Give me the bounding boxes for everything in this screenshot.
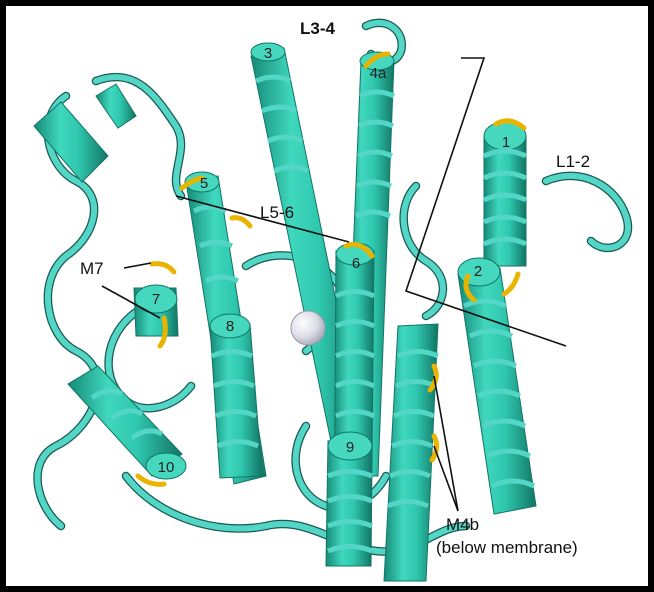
m4b-label: M4b	[446, 515, 479, 534]
loop-5-6-label: L5-6	[260, 203, 294, 222]
helix-6-label: 6	[352, 255, 360, 272]
m4b-note-label: (below membrane)	[436, 538, 578, 557]
helix-2-label: 2	[474, 263, 482, 280]
helix-5-label: 5	[200, 175, 208, 192]
m7-label: M7	[80, 259, 104, 278]
helix-8	[210, 314, 262, 478]
helix-8-label: 8	[226, 318, 234, 335]
helix-9-label: 9	[346, 439, 354, 456]
figure-panel: 3 4a 1 2 5 6 7 8 9 10 L3-4 L1-2 L5-6 M7 …	[6, 6, 648, 586]
helix-small-top-left	[34, 84, 136, 182]
protein-structure-diagram: 3 4a 1 2 5 6 7 8 9 10 L3-4 L1-2 L5-6 M7 …	[6, 6, 648, 586]
helix-4a-label: 4a	[370, 65, 387, 82]
loop-3-4-label: L3-4	[300, 19, 336, 38]
helix-10-label: 10	[158, 459, 175, 476]
ion-sphere	[291, 311, 325, 345]
helix-1-label: 1	[502, 134, 510, 151]
helix-7-label: 7	[152, 291, 160, 308]
helix-3-label: 3	[264, 45, 272, 62]
loop-1-2-label: L1-2	[556, 152, 590, 171]
